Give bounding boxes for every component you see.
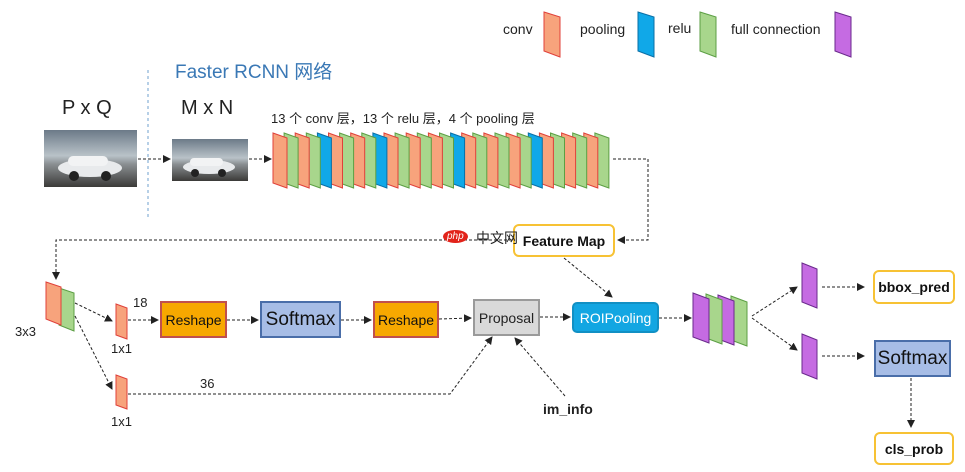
arrow-backbone-to-feature-map: [613, 158, 649, 244]
reshape-2-label: Reshape: [377, 311, 435, 328]
arrow-reshape-to-proposal: [438, 314, 472, 323]
backbone-layer-conv: [272, 132, 288, 189]
legend-pooling-swatch: [637, 11, 655, 58]
cls-prob-box: cls_prob: [874, 432, 954, 465]
arrow-feature-map-to-roi: [563, 257, 613, 298]
fc-layers: [692, 292, 748, 347]
arrow-fc-to-bbox-branch: [751, 286, 798, 317]
arrow-fc-to-cls-branch: [751, 317, 798, 351]
watermark: php: [443, 226, 468, 243]
fc-cls: [801, 333, 818, 380]
rpn-softmax-box: Softmax: [260, 301, 341, 338]
input-size-mxn: M x N: [181, 97, 234, 119]
legend-pooling-label: pooling: [580, 21, 626, 37]
reshape-box-1: Reshape: [160, 301, 227, 338]
bottom-channels-label: 36: [200, 376, 215, 391]
rpn-conv-1x1-top: [115, 303, 128, 340]
im-info-label: im_info: [543, 401, 593, 417]
head-softmax-label: Softmax: [877, 347, 948, 369]
feature-map-label: Feature Map: [522, 232, 606, 249]
input-image-mxn: [172, 139, 248, 181]
roi-pooling-box: ROIPooling: [572, 302, 659, 333]
fc-bbox: [801, 262, 818, 309]
rpn-conv-1x1-bottom: [115, 374, 128, 410]
legend-relu-swatch: [699, 11, 717, 58]
proposal-box: Proposal: [473, 299, 540, 336]
network-title: Faster RCNN 网络: [175, 62, 333, 83]
rpn-softmax-label: Softmax: [265, 308, 336, 330]
arrow-1x1-to-proposal: [128, 336, 493, 395]
feature-map-box: Feature Map: [513, 224, 615, 257]
input-image-pxq: [44, 130, 137, 187]
top-channels-label: 18: [133, 295, 148, 310]
legend-conv-swatch: [543, 11, 561, 58]
conv-1x1-top-label: 1x1: [111, 341, 132, 356]
bbox-pred-box: bbox_pred: [873, 270, 955, 304]
rpn-conv-3x3: [45, 281, 75, 332]
proposal-label: Proposal: [478, 309, 535, 326]
reshape-box-2: Reshape: [373, 301, 439, 338]
legend-fc-swatch: [834, 11, 852, 58]
conv-1x1-bottom-label: 1x1: [111, 414, 132, 429]
arrow-3x3-to-1x1-top: [74, 302, 113, 322]
legend-fc-label: full connection: [731, 21, 821, 37]
arrow-iminfo-to-proposal: [514, 337, 566, 397]
legend-relu-label: relu: [668, 20, 692, 36]
bbox-pred-label: bbox_pred: [878, 279, 950, 295]
arrow-feature-map-to-rpn: [52, 239, 512, 280]
backbone-caption: 13 个 conv 层，13 个 relu 层，4 个 pooling 层: [271, 111, 535, 126]
roi-pooling-label: ROIPooling: [579, 309, 652, 326]
arrow-3x3-to-1x1-bottom: [74, 315, 113, 390]
watermark-logo: php: [443, 230, 468, 243]
watermark-text: 中文网: [476, 230, 518, 246]
input-size-pxq: P x Q: [62, 97, 112, 119]
backbone-layers: [272, 132, 610, 189]
cls-prob-label: cls_prob: [884, 440, 944, 457]
reshape-1-label: Reshape: [165, 311, 222, 328]
conv-3x3-label: 3x3: [15, 324, 36, 339]
legend-conv-label: conv: [503, 21, 533, 37]
head-softmax-box: Softmax: [874, 340, 951, 377]
